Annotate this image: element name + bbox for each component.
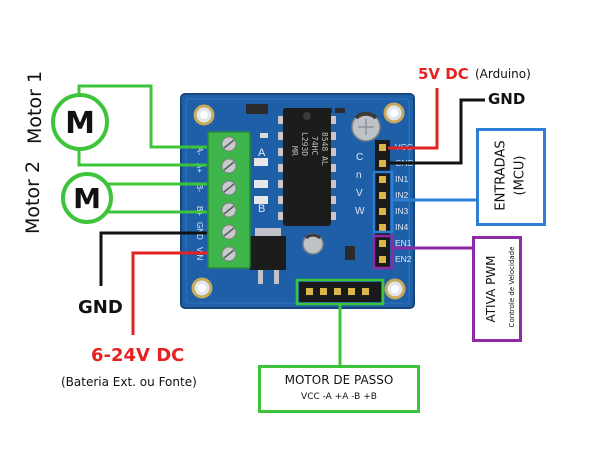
ic-marking-4: MR	[290, 146, 299, 156]
gnd-left-label: GND	[78, 297, 123, 318]
inputs-title: ENTRADAS	[493, 140, 509, 211]
terminal-label-gnd: GND	[195, 222, 204, 240]
motor-driver-board: A B L293D 74HC 8548 AL MR	[180, 93, 415, 309]
smd-diode	[345, 246, 355, 260]
header-label-in4: IN4	[395, 222, 409, 232]
power-wire	[131, 251, 207, 335]
inputs-subtitle: (MCU)	[512, 155, 528, 196]
gnd-wire-left	[99, 231, 207, 286]
header-label-in1: IN1	[395, 174, 409, 184]
pwm-bracket	[372, 234, 472, 270]
pwm-title: ATIVA PWM	[484, 255, 498, 323]
stepper-title: MOTOR DE PASSO	[284, 373, 394, 387]
header-label-en2: EN2	[395, 254, 412, 264]
header-label-in3: IN3	[395, 206, 409, 216]
ic-marking-1: L293D	[300, 132, 309, 156]
terminal-label-b-minus: B-	[195, 184, 204, 192]
right-pin-header	[375, 140, 390, 267]
ic-chip: L293D 74HC 8548 AL MR	[278, 108, 336, 226]
gnd-top-label: GND	[488, 90, 526, 108]
electrolytic-capacitor	[302, 111, 381, 255]
silk-channel-a: A	[258, 147, 266, 159]
silk-letter-3: V	[356, 188, 363, 199]
motor-1-label: Motor 1	[24, 70, 46, 144]
header-label-en1: EN1	[395, 238, 412, 248]
arduino-label: (Arduino)	[475, 67, 531, 81]
inputs-box	[476, 128, 546, 226]
voltage-regulator	[250, 228, 286, 284]
inputs-bracket	[372, 170, 476, 234]
silk-channel-b: B	[258, 203, 265, 215]
ic-marking-2: 74HC	[310, 136, 319, 155]
terminal-label-a-minus: A-	[195, 147, 204, 155]
motor-2-m-glyph: M	[73, 182, 101, 215]
motor-1-m-glyph: M	[65, 106, 95, 141]
vcc-5v-label: 5V DC	[418, 65, 469, 83]
screw-terminal-block	[207, 131, 251, 269]
stepper-pin-header	[299, 282, 381, 302]
motor-1-symbol: M	[51, 84, 207, 167]
vcc-wire	[388, 88, 439, 150]
stepper-pins: VCC -A +A -B +B	[301, 392, 377, 402]
terminal-label-a-plus: A+	[195, 163, 204, 173]
pwm-box	[472, 236, 522, 342]
silk-letter-4: W	[355, 206, 365, 217]
silk-letter-1: C	[356, 152, 363, 163]
motor-2-symbol: M	[61, 172, 207, 224]
stepper-bracket	[295, 278, 385, 365]
motor-2-label: Motor 2	[22, 160, 44, 234]
pwm-subtitle: Controle de Velocidade	[508, 246, 516, 328]
header-label-in2: IN2	[395, 190, 409, 200]
silk-letter-2: n	[356, 170, 362, 181]
power-source-label: (Bateria Ext. ou Fonte)	[61, 375, 197, 389]
stepper-box	[258, 365, 420, 413]
mounting-holes	[191, 102, 406, 300]
power-voltage-label: 6-24V DC	[91, 345, 185, 366]
ic-marking-3: 8548 AL	[320, 132, 329, 166]
gnd-wire-top	[388, 98, 485, 165]
